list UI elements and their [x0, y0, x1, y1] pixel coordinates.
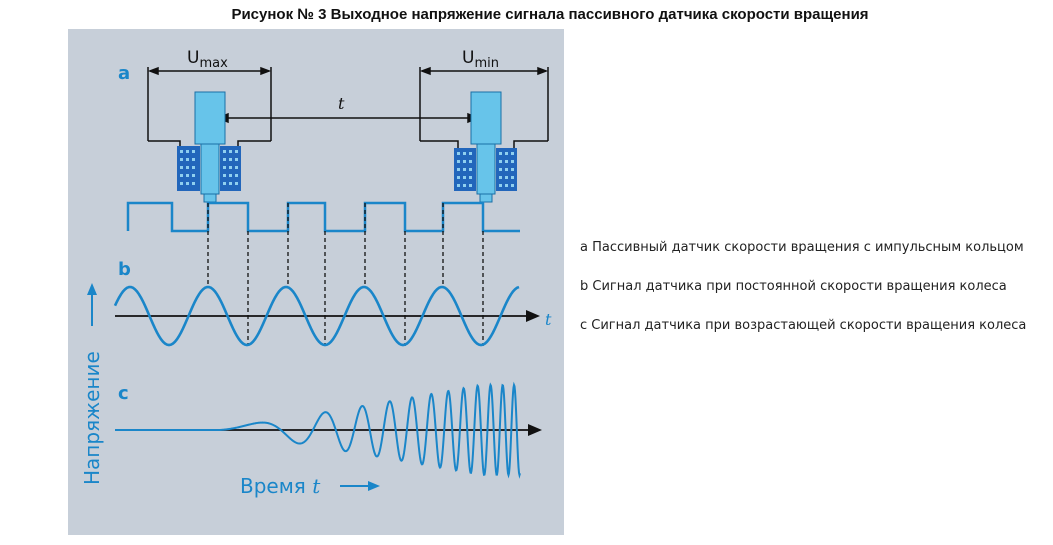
umin-label: Umin	[462, 48, 499, 71]
sensor-left	[148, 91, 271, 203]
captions: a Пассивный датчик скорости вращения с и…	[580, 240, 1050, 357]
sensor-signal-figure: a b c Umax Umin t	[68, 29, 564, 535]
time-axis-arrow	[340, 481, 380, 491]
caption-c: c Сигнал датчика при возрастающей скорос…	[580, 318, 1027, 333]
axis-b	[115, 310, 540, 322]
increasing-speed-signal	[115, 381, 521, 479]
panel-a-label: a	[118, 63, 130, 84]
umax-label: Umax	[187, 48, 228, 71]
voltage-axis-arrow	[87, 283, 97, 326]
sensor-right	[420, 91, 548, 203]
axis-b-t-label: t	[545, 310, 552, 329]
umin-dimension	[419, 66, 549, 141]
figure-title: Рисунок № 3 Выходное напряжение сигнала …	[231, 6, 869, 23]
figure-svg: a b c Umax Umin t	[68, 29, 564, 535]
caption-b: b Сигнал датчика при постоянной скорости…	[580, 279, 1007, 294]
caption-a: a Пассивный датчик скорости вращения с и…	[580, 240, 1024, 255]
panel-c-label: c	[118, 383, 129, 404]
alignment-guides	[207, 203, 484, 346]
panel-b-label: b	[118, 259, 131, 280]
time-axis-label: Время t	[240, 474, 321, 498]
t-distance-label: t	[338, 94, 345, 113]
voltage-axis-label: Напряжение	[80, 351, 104, 485]
constant-speed-signal	[113, 285, 520, 347]
umax-dimension	[147, 66, 272, 141]
